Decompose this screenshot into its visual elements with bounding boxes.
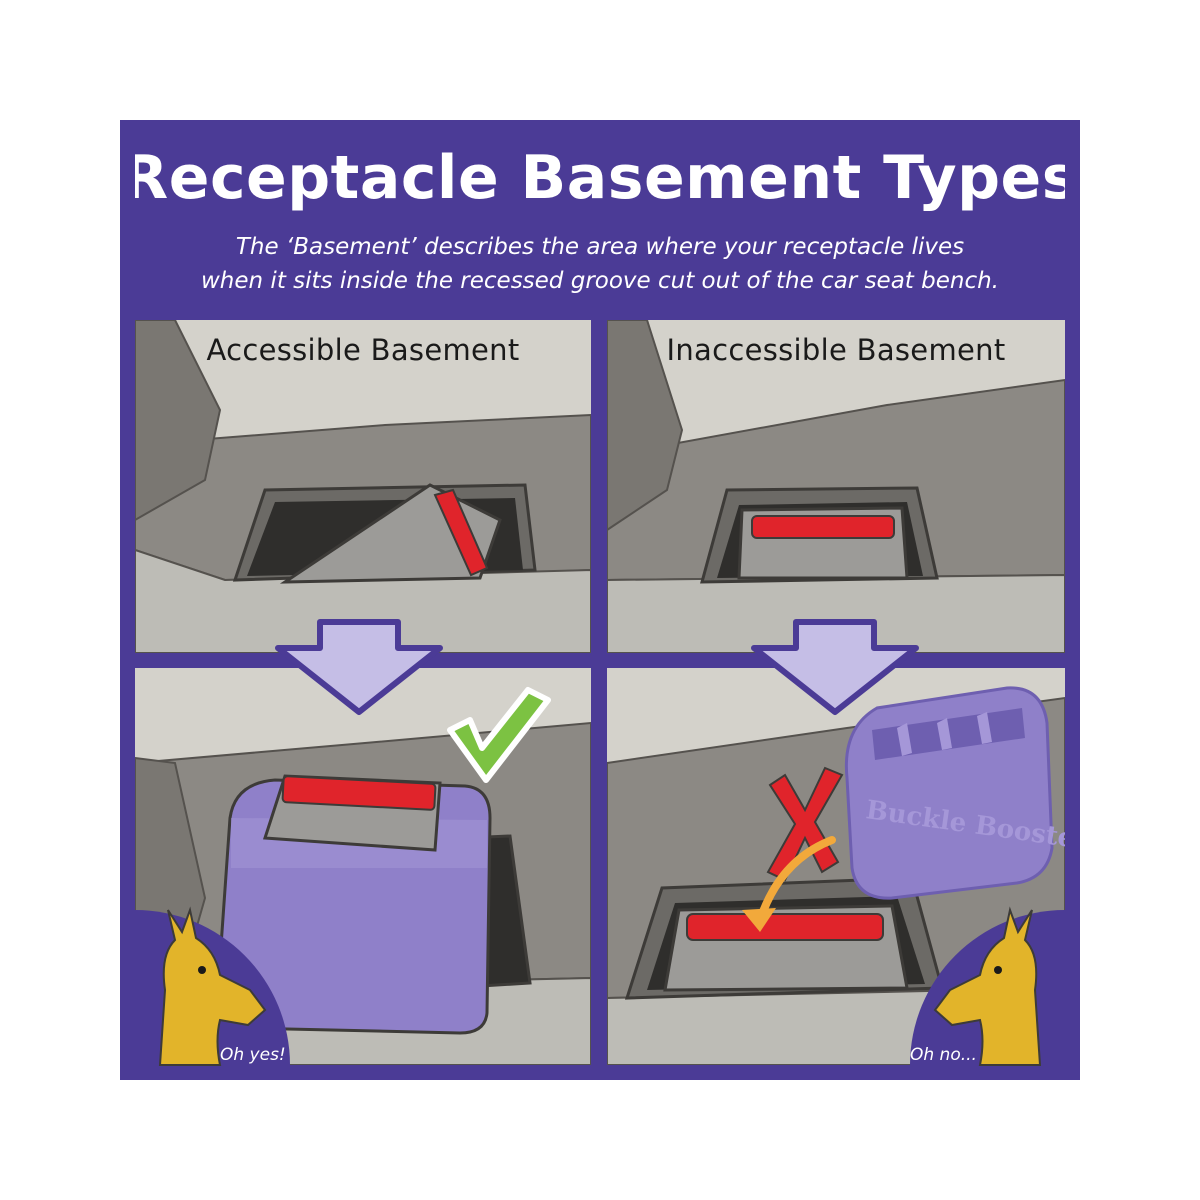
curved-arrow-icon [742,836,836,932]
subtitle-line-2: when it sits inside the recessed groove … [201,268,999,294]
page-title: Receptacle Basement Types [122,143,1078,213]
panel-label-accessible: Accessible Basement [206,333,520,367]
x-icon [766,766,844,882]
panel-inaccessible-before: Inaccessible Basement [607,320,1065,653]
overlay-graphics: Oh yes! Oh no... [120,120,1080,1080]
inaccessible-before-illustration [607,320,1065,653]
caption-oh-no: Oh no... [910,1045,977,1065]
check-icon [447,687,551,783]
down-arrow-icon [751,619,919,715]
caption-oh-yes: Oh yes! [220,1045,286,1065]
panel-accessible-before: Accessible Basement [135,320,591,653]
subtitle: The ‘Basement’ describes the area where … [160,230,1040,298]
subtitle-line-1: The ‘Basement’ describes the area where … [235,234,965,260]
llama-icon [135,906,290,1066]
llama-icon [910,906,1065,1066]
down-arrow-icon [275,619,443,715]
panel-label-inaccessible: Inaccessible Basement [666,333,1006,367]
infographic: Receptacle Basement Types The ‘Basement’… [120,120,1080,1080]
accessible-before-illustration [135,320,591,653]
